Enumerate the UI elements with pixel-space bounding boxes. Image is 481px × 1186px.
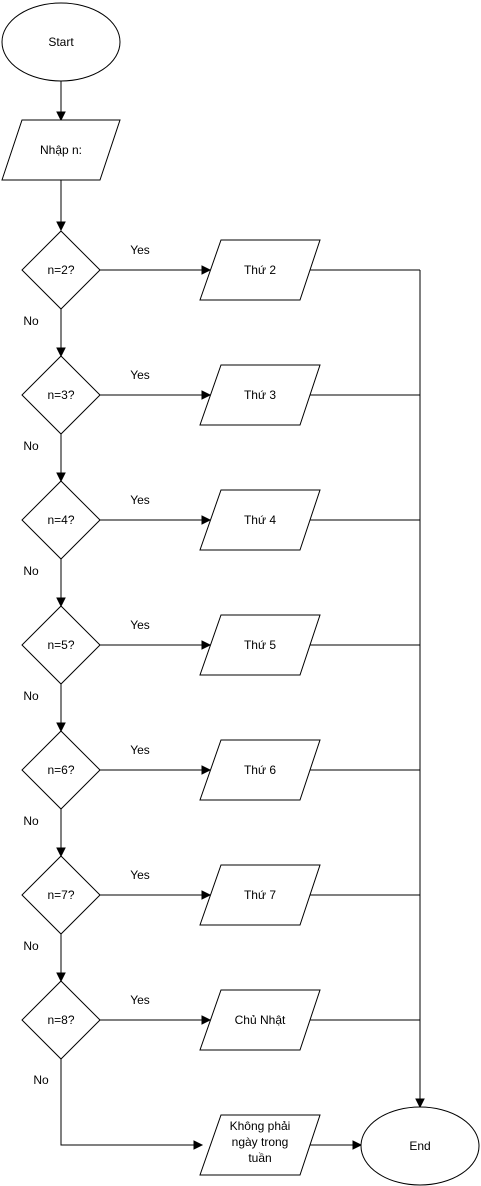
output-label-1: Thứ 2: [244, 263, 276, 277]
decision-condition-5: n=6?: [47, 763, 74, 777]
decision-condition-7: n=8?: [47, 1013, 74, 1027]
output-label-4: Thứ 5: [244, 638, 276, 652]
no-label-7: No: [33, 1073, 49, 1087]
output-label-7: Chủ Nhật: [235, 1013, 286, 1027]
arrowhead-no-5: [56, 847, 66, 858]
arrowhead-yes-2: [201, 390, 212, 400]
decision-node-2: [21, 355, 101, 435]
arrowhead-yes-6: [201, 890, 212, 900]
output-node-1: [199, 239, 321, 301]
decision-node-6: [21, 855, 101, 935]
arrowhead-no-2: [56, 472, 66, 483]
arrowhead-yes-4: [201, 640, 212, 650]
arrowhead-bus-to-end: [415, 1098, 425, 1109]
arrowhead-no-7: [193, 1140, 204, 1150]
arrowhead-no-4: [56, 722, 66, 733]
arrowhead-yes-1: [201, 265, 212, 275]
no-label-3: No: [23, 564, 39, 578]
fallback-output-label-line-2: ngày trong: [232, 1135, 289, 1149]
decision-condition-2: n=3?: [47, 388, 74, 402]
fallback-output-node: [199, 1114, 321, 1176]
yes-label-2: Yes: [130, 368, 150, 382]
arrowhead-yes-3: [201, 515, 212, 525]
output-label-3: Thứ 4: [244, 513, 276, 527]
arrowhead-no-3: [56, 597, 66, 608]
arrowhead-no-6: [56, 972, 66, 983]
input-node: [1, 119, 121, 181]
output-node-7: [199, 989, 321, 1051]
output-node-2: [199, 364, 321, 426]
input-label: Nhập n:: [40, 143, 82, 157]
output-node-6: [199, 864, 321, 926]
fallback-output-label-line-3: tuần: [248, 1151, 271, 1165]
no-label-4: No: [23, 689, 39, 703]
output-node-3: [199, 489, 321, 551]
end-node: [360, 1106, 480, 1186]
arrowhead-no-1: [56, 347, 66, 358]
arrowhead-yes-7: [201, 1015, 212, 1025]
no-label-2: No: [23, 439, 39, 453]
no-label-6: No: [23, 939, 39, 953]
output-node-5: [199, 739, 321, 801]
start-node: [1, 2, 121, 82]
decision-node-5: [21, 730, 101, 810]
yes-label-4: Yes: [130, 618, 150, 632]
decision-node-4: [21, 605, 101, 685]
fallback-output-label-line-1: Không phải: [230, 1119, 291, 1133]
edge-no-7: [60, 1059, 194, 1146]
output-node-4: [199, 614, 321, 676]
decision-node-3: [21, 480, 101, 560]
decision-node-7: [21, 980, 101, 1060]
output-label-2: Thứ 3: [244, 388, 276, 402]
output-label-6: Thứ 7: [244, 888, 276, 902]
start-label: Start: [48, 35, 74, 49]
decision-condition-4: n=5?: [47, 638, 74, 652]
decision-condition-6: n=7?: [47, 888, 74, 902]
no-label-5: No: [23, 814, 39, 828]
yes-label-5: Yes: [130, 743, 150, 757]
end-label: End: [409, 1139, 430, 1153]
yes-label-3: Yes: [130, 493, 150, 507]
output-label-5: Thứ 6: [244, 763, 276, 777]
arrowhead-yes-5: [201, 765, 212, 775]
no-label-1: No: [23, 314, 39, 328]
yes-label-7: Yes: [130, 993, 150, 1007]
arrowhead-start-to-input: [56, 111, 66, 122]
decision-condition-3: n=4?: [47, 513, 74, 527]
yes-label-1: Yes: [130, 243, 150, 257]
decision-condition-1: n=2?: [47, 263, 74, 277]
decision-node-1: [21, 230, 101, 310]
arrowhead-input-to-decision-1: [56, 221, 66, 232]
yes-label-6: Yes: [130, 868, 150, 882]
arrowhead-fallback-to-end: [352, 1140, 363, 1150]
